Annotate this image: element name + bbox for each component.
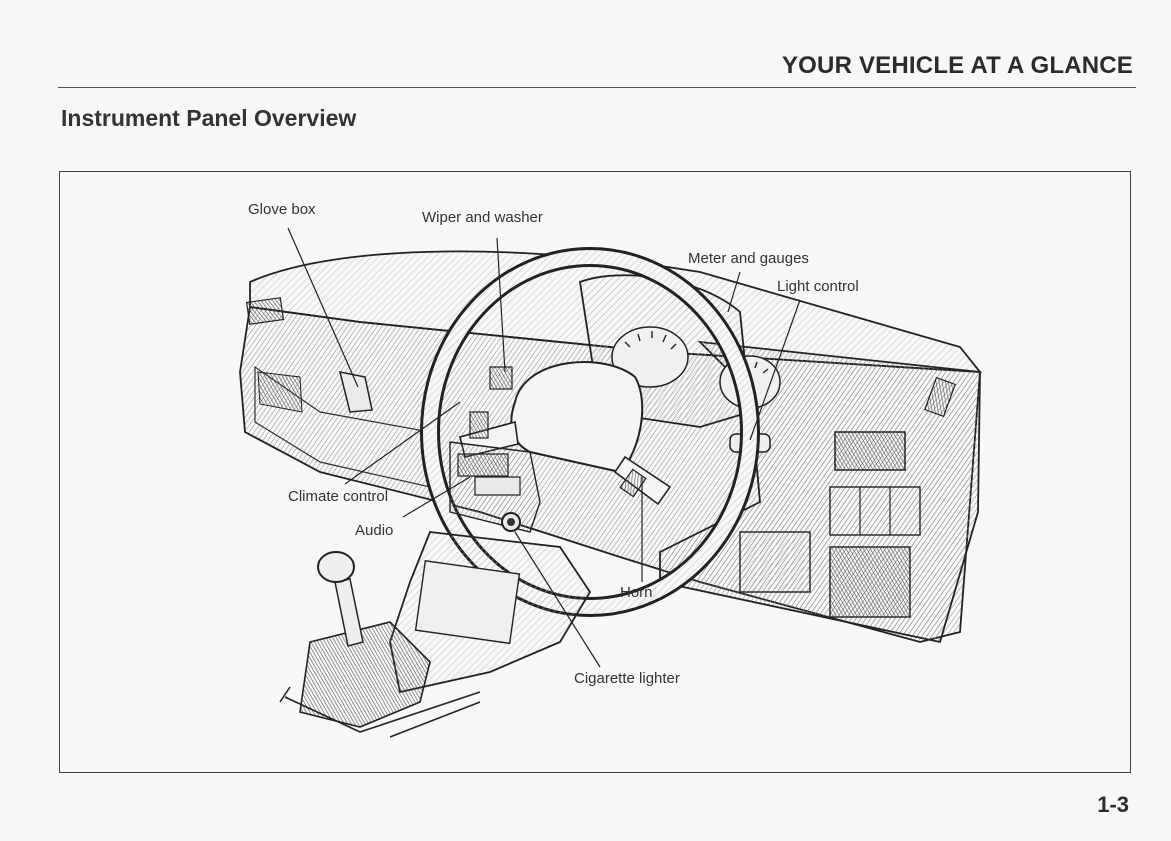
gear-knob xyxy=(318,552,354,582)
section-title: YOUR VEHICLE AT A GLANCE xyxy=(782,52,1133,80)
lower-storage xyxy=(740,532,810,592)
page-number: 1-3 xyxy=(1097,792,1129,818)
callout-wiper-washer: Wiper and washer xyxy=(422,209,543,226)
callout-cigarette-lighter: Cigarette lighter xyxy=(574,670,680,687)
callout-meter-gauges: Meter and gauges xyxy=(688,250,809,267)
callout-light-control: Light control xyxy=(777,278,859,295)
callout-glove-box: Glove box xyxy=(248,201,316,218)
center-vent xyxy=(835,432,905,470)
callout-audio: Audio xyxy=(355,522,393,539)
audio-panel xyxy=(475,477,520,495)
climate-panel xyxy=(458,454,508,476)
horn-pad-left xyxy=(470,412,488,438)
callout-climate-control: Climate control xyxy=(288,488,388,505)
console-tray xyxy=(416,561,520,644)
left-vent xyxy=(247,298,284,325)
header-divider xyxy=(58,87,1136,88)
wiper-switch xyxy=(490,367,512,389)
callout-horn: Horn xyxy=(620,584,653,601)
figure-frame: Glove box Wiper and washer Meter and gau… xyxy=(59,171,1131,773)
page-heading: Instrument Panel Overview xyxy=(61,105,356,132)
